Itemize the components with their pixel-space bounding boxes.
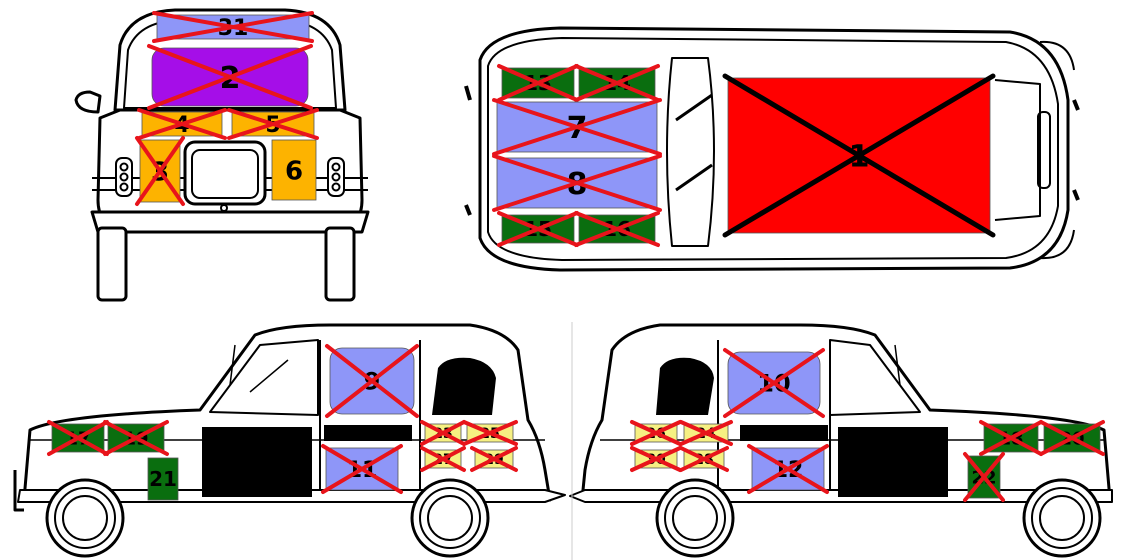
sticker-18: 18 (981, 422, 1041, 454)
sticker-28: 28 (681, 448, 727, 470)
sticker-12: 12 (749, 446, 827, 492)
sticker-22: 22 (965, 454, 1003, 500)
sticker-19: 19 (105, 422, 167, 454)
sticker-24: 24 (681, 422, 731, 444)
sticker-16: 16 (576, 213, 658, 245)
sticker-3: 3 (137, 138, 183, 204)
sticker-7: 7 (494, 100, 660, 154)
sticker-11: 11 (323, 446, 401, 492)
masked-window-left-rear (432, 358, 496, 415)
sticker-25: 25 (464, 422, 516, 444)
sticker-8: 8 (494, 156, 660, 210)
sticker-21: 21 (148, 458, 178, 500)
sticker-31: 31 (154, 13, 312, 41)
sticker-17: 17 (49, 422, 107, 454)
sticker-30: 30 (632, 448, 680, 470)
sticker-14: 14 (576, 66, 658, 100)
sticker-1: 1 (725, 76, 993, 235)
sticker-20: 20 (1041, 422, 1103, 454)
sticker-6-label: 6 (285, 156, 303, 186)
sticker-23: 23 (422, 422, 464, 444)
masked-panel-right-rear-door (838, 427, 948, 497)
masked-window-right-front (656, 358, 714, 415)
masked-panel-left-rear-door (202, 427, 312, 497)
sticker-15: 15 (499, 213, 577, 245)
sticker-27: 27 (422, 448, 464, 470)
sticker-5: 5 (229, 110, 317, 138)
sticker-6: 6 (272, 140, 316, 200)
sticker-21-label: 21 (149, 467, 177, 491)
sticker-4: 4 (139, 110, 225, 138)
sticker-10: 10 (725, 350, 823, 416)
sticker-29: 29 (472, 448, 516, 470)
sticker-26: 26 (632, 422, 680, 444)
sticker-13: 13 (499, 66, 577, 100)
masked-strip-left (324, 425, 412, 441)
masked-strip-right (740, 425, 828, 441)
sticker-9: 9 (327, 346, 417, 416)
sticker-2: 2 (149, 46, 311, 108)
